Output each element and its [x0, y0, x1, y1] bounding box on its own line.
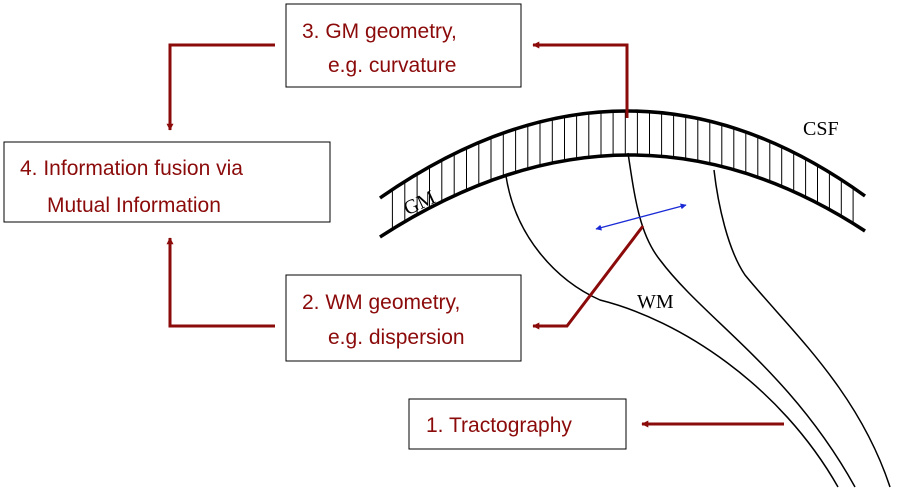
gm-label: GM — [400, 186, 439, 220]
box-tractography: 1. Tractography — [408, 398, 627, 450]
gm-hatching — [391, 111, 854, 230]
wm-geometry-line1: 2. WM geometry, — [302, 291, 460, 314]
csf-gm-boundary — [378, 109, 867, 200]
wm-geometry-line2: e.g. dispersion — [328, 326, 465, 349]
gm-geometry-line1: 3. GM geometry, — [302, 20, 457, 43]
cortex-band — [378, 109, 867, 239]
box-wm-geometry: 2. WM geometry, e.g. dispersion — [285, 274, 522, 362]
connectors — [166, 41, 784, 428]
fusion-line2: Mutual Information — [47, 194, 221, 217]
arrow-to-wm-geometry — [532, 225, 645, 330]
dispersion-arrow — [595, 203, 687, 231]
fiber-left — [505, 175, 839, 488]
box-gm-geometry: 3. GM geometry, e.g. curvature — [285, 3, 522, 88]
wm-label: WM — [637, 291, 674, 313]
tractography-label: 1. Tractography — [426, 414, 572, 437]
csf-label: CSF — [803, 118, 839, 140]
fiber-right — [713, 169, 891, 488]
gm-geometry-line2: e.g. curvature — [328, 54, 456, 77]
gm-wm-boundary — [379, 153, 866, 239]
arrow-wm-to-fusion — [166, 237, 275, 328]
arrow-gm-to-fusion — [166, 43, 275, 131]
box-information-fusion: 4. Information fusion via Mutual Informa… — [3, 141, 331, 223]
fusion-line1: 4. Information fusion via — [20, 157, 243, 180]
arrow-to-gm-geometry — [532, 41, 629, 118]
